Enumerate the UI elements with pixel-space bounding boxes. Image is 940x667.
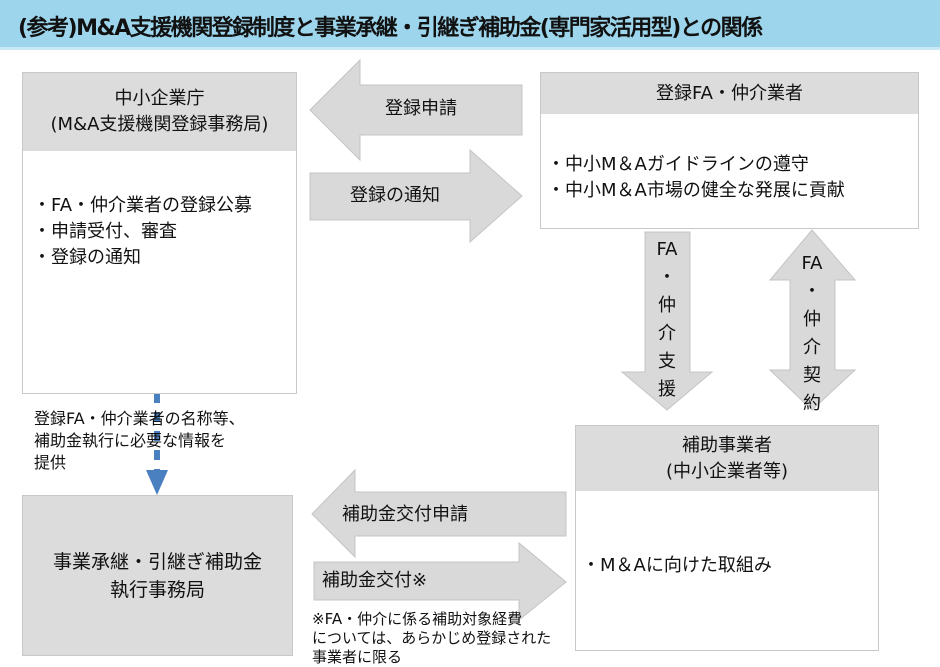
list-item: ・中小M＆A市場の健全な発展に貢献 xyxy=(547,180,845,201)
contract-arrow xyxy=(768,229,857,411)
contract-label: FA・仲介契約 xyxy=(801,253,823,414)
apply-label: 登録申請 xyxy=(385,98,457,119)
list-item: ・FA・仲介業者の登録公募 xyxy=(33,195,253,216)
info-arrowhead xyxy=(146,470,168,495)
business-box: 補助事業者 (中小企業者等) ・M＆Aに向けた取組み xyxy=(575,425,879,651)
title-banner: (参考)M&A支援機関登録制度と事業承継・引継ぎ補助金(専門家活用型)との関係 xyxy=(0,0,940,50)
grant-apply-arrow xyxy=(311,468,567,559)
notify-arrow xyxy=(309,148,523,244)
fa-header: 登録FA・仲介業者 xyxy=(541,73,918,114)
business-header: 補助事業者 (中小企業者等) xyxy=(576,426,878,491)
grant-label: 補助金交付※ xyxy=(322,570,428,591)
business-body: ・M＆Aに向けた取組み xyxy=(576,491,878,579)
list-item: ・M＆Aに向けた取組み xyxy=(582,555,772,576)
agency-header: 中小企業庁 (M&A支援機関登録事務局) xyxy=(23,73,296,151)
support-arrow xyxy=(620,231,714,411)
agency-box: 中小企業庁 (M&A支援機関登録事務局) ・FA・仲介業者の登録公募 ・申請受付、… xyxy=(22,72,297,394)
notify-label: 登録の通知 xyxy=(350,185,440,206)
list-item: ・中小M＆Aガイドラインの遵守 xyxy=(547,154,809,175)
apply-arrow xyxy=(309,58,523,162)
fa-title: 登録FA・仲介業者 xyxy=(655,82,803,104)
agency-subtitle: (M&A支援機関登録事務局) xyxy=(50,114,269,135)
page-title: (参考)M&A支援機関登録制度と事業承継・引継ぎ補助金(専門家活用型)との関係 xyxy=(18,16,763,41)
office-box: 事業承継・引継ぎ補助金執行事務局 xyxy=(22,495,293,656)
grant-arrow xyxy=(313,541,567,622)
support-label: FA・仲介支援 xyxy=(656,239,678,400)
business-title: 補助事業者 xyxy=(682,434,772,456)
agency-title: 中小企業庁 xyxy=(114,88,205,109)
footnote: ※FA・仲介に係る補助対象経費については、あらかじめ登録された事業者に限る xyxy=(312,610,552,666)
grant-apply-label: 補助金交付申請 xyxy=(342,504,468,525)
fa-box: 登録FA・仲介業者 ・中小M＆Aガイドラインの遵守 ・中小M＆A市場の健全な発展… xyxy=(540,72,919,229)
fa-body: ・中小M＆Aガイドラインの遵守 ・中小M＆A市場の健全な発展に貢献 xyxy=(541,114,918,204)
list-item: ・申請受付、審査 xyxy=(33,221,177,242)
info-note: 登録FA・仲介業者の名称等、補助金執行に必要な情報を提供 xyxy=(34,409,245,472)
list-item: ・登録の通知 xyxy=(33,247,141,268)
office-title: 事業承継・引継ぎ補助金 xyxy=(52,550,262,573)
agency-body: ・FA・仲介業者の登録公募 ・申請受付、審査 ・登録の通知 xyxy=(23,151,296,271)
business-subtitle: (中小企業者等) xyxy=(665,460,789,482)
office-subtitle: 執行事務局 xyxy=(109,578,205,601)
